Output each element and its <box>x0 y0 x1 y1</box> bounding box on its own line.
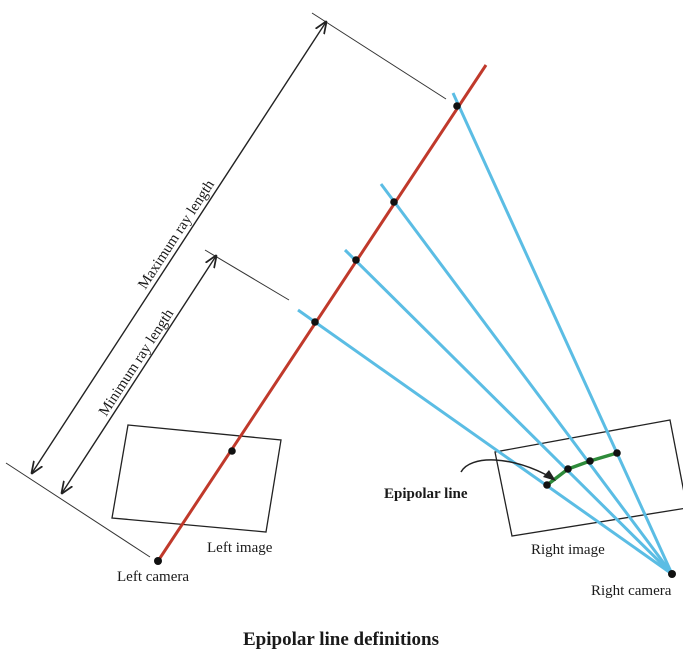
left-camera-label: Left camera <box>117 569 189 585</box>
epi-point-2 <box>564 465 572 473</box>
min-ray-dimension-arrow <box>62 256 216 493</box>
epipolar-callout-arrowhead <box>543 470 556 481</box>
epipolar-line-label: Epipolar line <box>384 486 468 502</box>
ray-2 <box>343 248 674 576</box>
point-max <box>453 102 461 110</box>
ray-min <box>297 308 673 576</box>
right-image-label: Right image <box>531 542 605 558</box>
ray-max <box>451 92 674 575</box>
epi-point-3 <box>586 457 594 465</box>
epipolar-line-segment <box>545 451 618 487</box>
left-camera-center <box>154 557 162 565</box>
epipolar-callout-arrow <box>460 459 553 479</box>
right-camera-center <box>668 570 676 578</box>
diagram-title: Epipolar line definitions <box>243 629 439 650</box>
epipolar-points <box>543 449 621 489</box>
left-image-label: Left image <box>207 540 273 556</box>
left-image-plane <box>111 424 282 533</box>
max-ray-dimension-arrow <box>32 22 326 473</box>
right-camera-label: Right camera <box>591 583 672 599</box>
epi-point-4 <box>613 449 621 457</box>
right-camera-rays <box>297 92 674 576</box>
left-image-point <box>228 447 236 455</box>
ext-top-max <box>311 12 447 100</box>
point-3 <box>390 198 398 206</box>
min-ray-label: Minimum ray length <box>96 306 177 419</box>
ray-3 <box>379 183 674 575</box>
point-min <box>311 318 319 326</box>
epi-point-1 <box>543 481 551 489</box>
ext-bottom <box>5 462 151 558</box>
point-2 <box>352 256 360 264</box>
max-ray-label: Maximum ray length <box>135 177 218 292</box>
ext-top-min <box>204 249 290 301</box>
right-image-plane <box>494 419 683 537</box>
